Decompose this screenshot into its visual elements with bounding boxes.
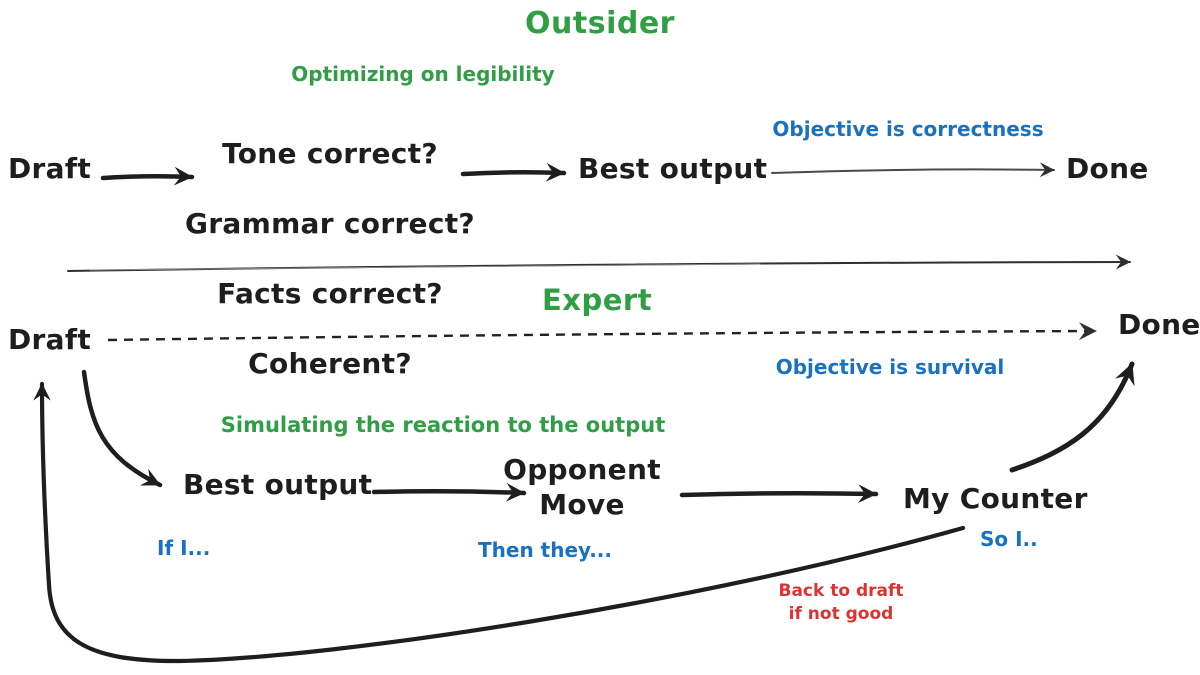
section-title-outsider: Outsider	[525, 6, 675, 41]
note-objective-correctness: Objective is correctness	[772, 117, 1044, 141]
node-my-counter: My Counter	[903, 482, 1088, 515]
check-item-facts: Facts correct?	[217, 277, 443, 310]
arrow-draft-to-checks	[100, 166, 195, 186]
node-best-output-outsider: Best output	[578, 152, 768, 185]
node-draft-outsider: Draft	[8, 152, 92, 185]
check-item-coherent: Coherent?	[248, 347, 412, 380]
arrow-checks-to-best-output	[460, 162, 567, 182]
node-done-expert: Done	[1118, 308, 1200, 341]
check-item-grammar: Grammar correct?	[185, 207, 475, 240]
note-objective-survival: Objective is survival	[775, 355, 1005, 379]
section-divider-stroke2	[89, 263, 761, 271]
curve-draft-to-best-output	[81, 369, 163, 488]
node-quality-checks: Tone correct? Grammar correct? Facts cor…	[185, 101, 475, 416]
check-item-tone: Tone correct?	[222, 137, 438, 170]
note-then-they: Then they...	[478, 538, 613, 562]
curve-my-counter-to-done	[1009, 361, 1135, 473]
node-opponent-move: Opponent Move	[503, 453, 661, 521]
section-title-expert: Expert	[541, 283, 653, 317]
note-if-i: If I...	[157, 536, 211, 560]
node-draft-expert: Draft	[8, 323, 92, 356]
note-so-i: So I..	[980, 527, 1038, 551]
arrow-best-output-to-opponent-move	[371, 482, 527, 502]
note-back-to-draft: Back to draft if not good	[778, 581, 904, 624]
loop-back-to-draft	[33, 381, 966, 664]
note-simulating-reaction: Simulating the reaction to the output	[220, 413, 666, 437]
node-done-outsider: Done	[1066, 152, 1149, 185]
note-optimizing-legibility: Optimizing on legibility	[291, 62, 555, 86]
node-best-output-expert: Best output	[183, 468, 373, 501]
arrow-best-output-to-done	[771, 162, 1055, 178]
arrow-opponent-move-to-my-counter	[679, 484, 879, 504]
